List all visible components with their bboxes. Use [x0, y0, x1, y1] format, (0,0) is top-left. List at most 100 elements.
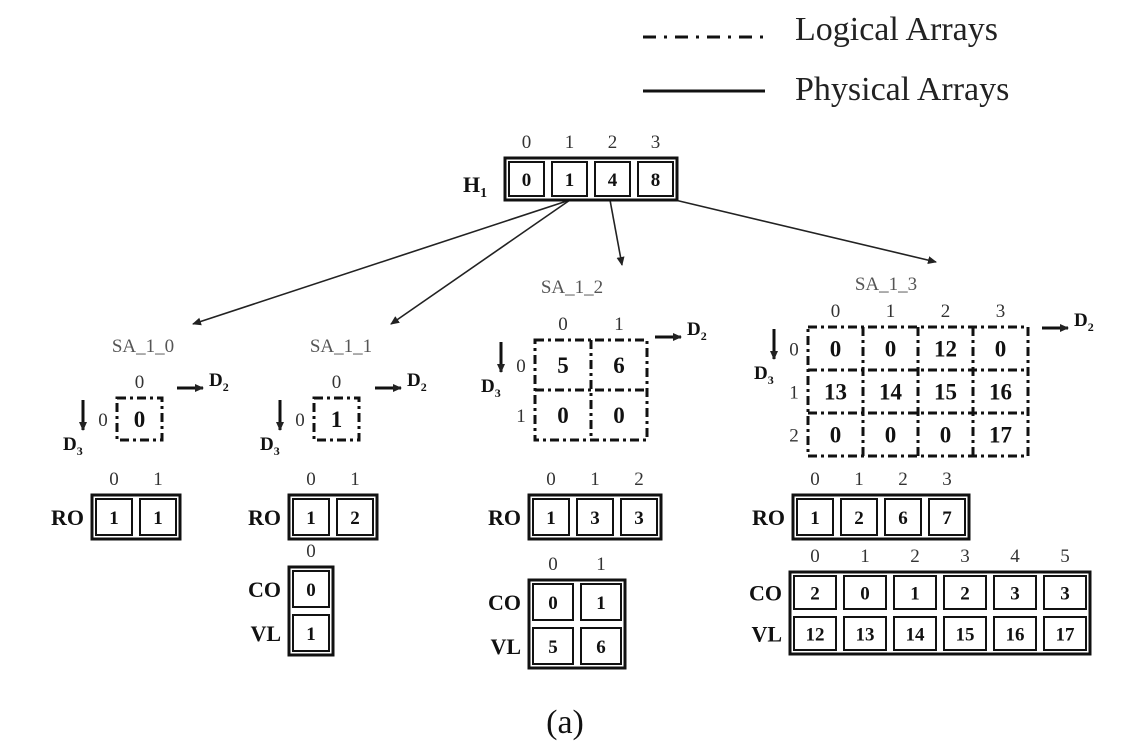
- array-outer-border: [788, 570, 1092, 656]
- array-cell: [292, 570, 330, 608]
- ro-index-row: 0 1 2 3: [810, 469, 952, 490]
- cell-value: 6: [898, 508, 908, 529]
- cell-value: 1: [565, 170, 575, 191]
- index-label: 0: [109, 469, 119, 490]
- ro-label: RO: [248, 505, 281, 530]
- index-label: 0: [546, 469, 556, 490]
- logical-row-index: 0: [789, 340, 799, 361]
- logical-cell-value: 14: [879, 380, 903, 405]
- index-label: 1: [565, 132, 575, 153]
- array-cell: [793, 616, 837, 651]
- array-cell: [1043, 575, 1087, 610]
- logical-col-index-row: 0: [135, 372, 145, 393]
- array-cell: [893, 575, 937, 610]
- array-cell: [993, 575, 1037, 610]
- index-label: 3: [942, 469, 952, 490]
- d2-label: D2: [407, 370, 427, 394]
- cell-value: 3: [1010, 584, 1020, 605]
- index-label: 3: [651, 132, 661, 153]
- logical-cell-value: 0: [613, 403, 625, 428]
- logical-cell-value: 0: [134, 407, 146, 432]
- array-cell: [840, 498, 878, 536]
- d3-label: D3: [481, 376, 501, 400]
- array-cell: [532, 583, 574, 621]
- legend: Logical Arrays Physical Arrays: [643, 11, 1009, 108]
- cell-value: 1: [546, 508, 556, 529]
- ro-label: RO: [51, 505, 84, 530]
- array-cell: [292, 498, 330, 536]
- index-label: 1: [596, 554, 606, 575]
- ro-label: RO: [488, 505, 521, 530]
- array-cell: [551, 161, 588, 197]
- cell-value: 1: [306, 508, 316, 529]
- array-cell: [893, 616, 937, 651]
- index-label: 2: [608, 132, 618, 153]
- array-cell: [843, 616, 887, 651]
- logical-outer-border: [312, 396, 361, 442]
- array-cell: [796, 498, 834, 536]
- index-label: 0: [306, 469, 316, 490]
- logical-row-index: 1: [789, 383, 799, 404]
- cell-value: 8: [651, 170, 661, 191]
- edge-h1-to-sa-1-1: [390, 199, 571, 325]
- legend-physical-label: Physical Arrays: [795, 71, 1009, 108]
- cell-value: 0: [860, 584, 870, 605]
- logical-outer-border: [806, 325, 1030, 458]
- cell-value: 12: [806, 625, 825, 646]
- index-label: 2: [634, 469, 644, 490]
- cell-value: 13: [856, 625, 875, 646]
- co-label: CO: [749, 581, 782, 606]
- cell-value: 3: [634, 508, 644, 529]
- index-label: 0: [135, 372, 145, 393]
- edge-h1-to-sa-1-3: [674, 199, 937, 265]
- logical-row-index: 0: [98, 410, 108, 431]
- index-label: 0: [558, 314, 568, 335]
- cell-value: 16: [1006, 625, 1025, 646]
- array-cell: [843, 575, 887, 610]
- index-label: 0: [332, 372, 342, 393]
- index-label: 4: [1010, 546, 1020, 567]
- cell-value: 14: [906, 625, 926, 646]
- index-label: 0: [306, 541, 316, 562]
- index-label: 0: [810, 469, 820, 490]
- array-cell: [139, 498, 177, 536]
- array-cell: [95, 498, 133, 536]
- index-label: 1: [860, 546, 870, 567]
- index-label: 0: [548, 554, 558, 575]
- d2-label: D2: [1074, 310, 1094, 334]
- co-label: CO: [488, 590, 521, 615]
- d3-label: D3: [754, 363, 774, 387]
- index-label: 1: [350, 469, 360, 490]
- array-cell: [993, 616, 1037, 651]
- tree-edges: [192, 199, 937, 326]
- cell-value: 1: [109, 508, 119, 529]
- cell-value: 5: [548, 637, 558, 658]
- index-label: 0: [831, 301, 841, 322]
- cell-value: 0: [306, 580, 316, 601]
- logical-cell-value: 0: [940, 423, 952, 448]
- index-label: 1: [854, 469, 864, 490]
- cell-value: 2: [810, 584, 820, 605]
- d2-label: D2: [209, 370, 229, 394]
- cell-value: 15: [956, 625, 975, 646]
- index-label: 2: [898, 469, 908, 490]
- co-vl-physical-array: 01: [287, 565, 335, 657]
- logical-col-index-row: 0: [332, 372, 342, 393]
- subarray-name: SA_1_1: [310, 336, 372, 357]
- index-label: 0: [810, 546, 820, 567]
- logical-array: 1: [312, 396, 361, 442]
- logical-row-index: 2: [789, 426, 799, 447]
- cell-value: 2: [854, 508, 864, 529]
- logical-cell-value: 17: [989, 423, 1012, 448]
